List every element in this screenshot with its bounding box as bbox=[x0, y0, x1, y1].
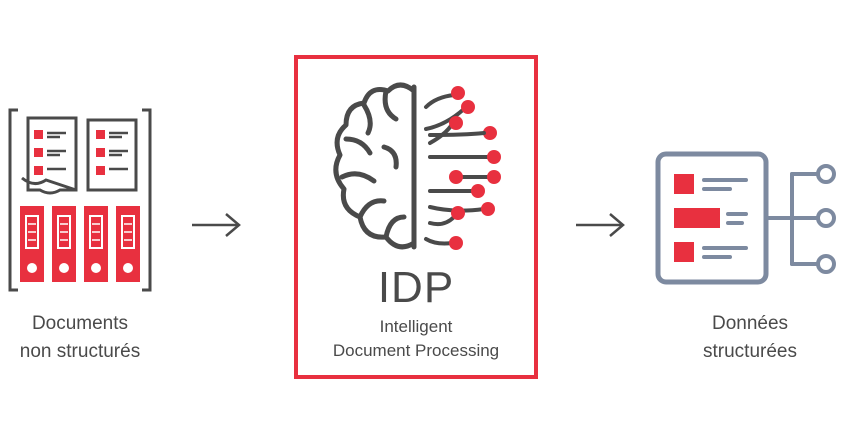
idp-box: IDP Intelligent Document Processing bbox=[294, 55, 538, 379]
stage-1-caption: Documents non structurés bbox=[0, 310, 160, 366]
stage-3-line2: structurées bbox=[703, 341, 797, 362]
idp-subtitle-line2: Document Processing bbox=[332, 341, 500, 360]
brain-network-icon bbox=[333, 82, 501, 250]
idp-subtitle: Intelligent Document Processing bbox=[298, 315, 534, 363]
right-arrow-icon bbox=[576, 213, 625, 237]
right-arrow-icon bbox=[192, 213, 241, 237]
idp-subtitle-line1: Intelligent bbox=[379, 317, 453, 336]
stage-1-line2: non structurés bbox=[19, 341, 141, 362]
stage-3-line1: Données bbox=[711, 313, 789, 334]
stage-1-line1: Documents bbox=[31, 313, 129, 334]
stage-3-caption: Données structurées bbox=[670, 310, 830, 366]
idp-title: IDP bbox=[377, 263, 455, 312]
structured-data-icon bbox=[655, 151, 836, 285]
